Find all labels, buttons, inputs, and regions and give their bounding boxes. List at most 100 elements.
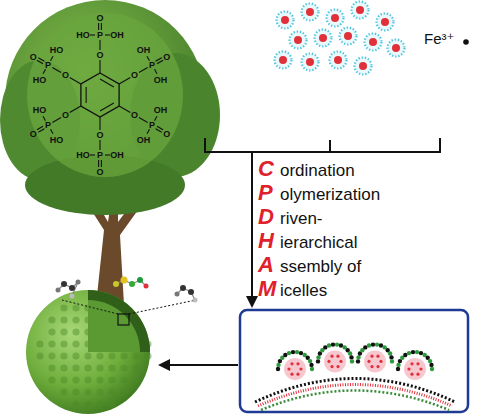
shell-bead-green: [308, 359, 312, 363]
shell-bead-green: [367, 343, 371, 347]
micelle-halo: [315, 30, 332, 47]
acronym-initial: P: [258, 180, 280, 206]
chem-bond: [101, 23, 102, 30]
acronym-word: ordination: [280, 161, 355, 181]
micelle-halo: [388, 40, 405, 57]
core-dot: [410, 362, 413, 365]
atom-label: HO: [50, 46, 64, 55]
chem-bond: [99, 117, 100, 130]
core-dot: [299, 367, 302, 370]
acronym-word: ierarchical: [280, 233, 357, 253]
micelle-core: [281, 16, 289, 24]
shell-bead-black: [349, 355, 353, 359]
canopy-blob: [27, 13, 183, 177]
atom-label: O: [62, 111, 69, 120]
chem-bond: [105, 154, 110, 155]
micelle-halo: [277, 12, 294, 29]
micelle-core: [319, 34, 327, 42]
atom-label: HO: [33, 106, 47, 115]
dimple: [60, 376, 67, 383]
dimple: [72, 400, 79, 407]
chem-bond: [52, 68, 61, 73]
atom-label: O: [96, 14, 103, 23]
chem-bond: [157, 60, 163, 64]
dimple: [120, 388, 127, 395]
micelle-core: [324, 350, 346, 372]
atom-label: P: [149, 61, 155, 70]
micelle-core: [344, 32, 352, 40]
dimple: [96, 352, 103, 359]
acronym-initial: D: [258, 204, 280, 230]
shell-bead-green: [428, 359, 432, 363]
chem-bond: [101, 160, 102, 167]
core-dot: [336, 365, 339, 368]
shell-bead-black: [276, 367, 280, 371]
atom-label: O: [30, 129, 37, 138]
core-dot: [410, 373, 413, 376]
dimple: [84, 376, 91, 383]
core-dot: [287, 367, 290, 370]
molecule-atom: [188, 289, 194, 295]
sphere-cutaway: [88, 290, 150, 352]
acronym-line: Hierarchical: [258, 228, 357, 254]
atom-label: O: [96, 168, 103, 177]
benzene-ring: [81, 73, 119, 117]
dimple: [96, 388, 103, 395]
chem-bond: [38, 129, 44, 133]
chem-bond: [37, 60, 43, 64]
molecule-atom: [121, 277, 128, 284]
dimple: [60, 364, 67, 371]
atom-label: O: [96, 51, 103, 60]
core-dot: [376, 355, 379, 358]
shell-bead-green: [356, 355, 360, 359]
micelle-halo: [275, 52, 292, 69]
dimple: [144, 352, 151, 359]
atom-label: OH: [110, 151, 124, 160]
dimple: [48, 352, 55, 359]
chem-bond: [105, 34, 110, 35]
acronym-line: Cordination: [258, 156, 355, 182]
atom-label: OH: [110, 31, 124, 40]
atom-label: OH: [137, 46, 151, 55]
molecule-atom: [144, 284, 149, 289]
molecule-atom: [76, 280, 81, 285]
molecule-atom: [69, 285, 75, 291]
shell-bead-black: [389, 355, 393, 359]
dimple: [120, 376, 127, 383]
atom-label: P: [45, 61, 51, 70]
result-arrow-head: [158, 359, 170, 371]
micelle-core: [279, 56, 287, 64]
dimple: [84, 352, 91, 359]
atom-label: HO: [76, 151, 90, 160]
ion-label: Fe³⁺: [424, 30, 454, 48]
micelle-halo: [355, 58, 372, 75]
micelle-halo: [290, 32, 307, 49]
shell-bead-green: [335, 342, 339, 346]
chem-bond: [90, 154, 95, 155]
atom-label: P: [45, 121, 51, 130]
chem-bond: [70, 106, 81, 113]
chem-bond: [99, 40, 100, 50]
shell-bead-green: [327, 343, 331, 347]
shell-bead-green: [276, 363, 280, 367]
molecule-models: [56, 277, 198, 303]
dimple: [72, 352, 79, 359]
atom-label: P: [97, 151, 103, 160]
core-dot: [330, 355, 333, 358]
shell-bead-black: [371, 342, 375, 346]
merge-bracket: [205, 138, 440, 152]
atom-label: O: [131, 71, 138, 80]
shell-bead-green: [390, 359, 394, 363]
shell-bead-green: [287, 351, 291, 355]
shell-bead-green: [415, 350, 419, 354]
atom-label: O: [163, 129, 170, 138]
micelle-halo: [352, 2, 369, 19]
dimple: [48, 340, 55, 347]
core-dot: [327, 360, 330, 363]
shell-bead-green: [316, 355, 320, 359]
core-dot: [296, 362, 299, 365]
process-arrow-line: [251, 152, 253, 298]
micelle-core: [369, 38, 377, 46]
dimple: [132, 364, 139, 371]
assembly-frame: [240, 310, 468, 412]
